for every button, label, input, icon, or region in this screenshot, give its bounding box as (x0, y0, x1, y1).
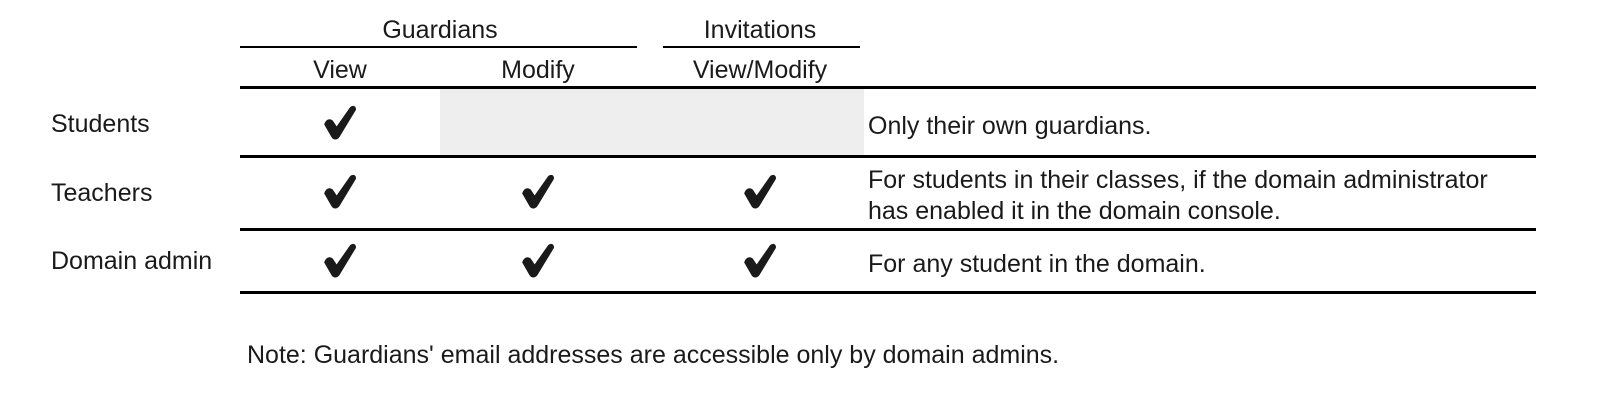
check-icon (317, 101, 363, 147)
spanner-rule-guardians (240, 46, 637, 48)
header-bottom-rule (240, 86, 1536, 89)
row-label-teachers: Teachers (51, 179, 153, 207)
row-label-students: Students (51, 110, 150, 138)
spanner-rule-invitations (663, 46, 860, 48)
column-header-view: View (313, 56, 367, 84)
spanner-header-guardians: Guardians (382, 16, 498, 44)
row-label-domain-admin: Domain admin (51, 247, 213, 275)
check-icon (317, 170, 363, 216)
check-icon (737, 239, 783, 285)
table-footnote: Note: Guardians' email addresses are acc… (247, 341, 1060, 369)
check-icon (515, 239, 561, 285)
check-icon (515, 170, 561, 216)
row-rule-after-teachers (240, 228, 1536, 231)
column-header-modify: Modify (501, 56, 575, 84)
row-rule-after-students (240, 155, 1536, 158)
cell-students-notes: Only their own guardians. (868, 112, 1152, 140)
column-header-view-modify: View/Modify (692, 56, 828, 84)
check-icon (737, 170, 783, 216)
table-bottom-rule (240, 291, 1536, 294)
cell-students-modify-disabled (440, 89, 864, 155)
cell-teachers-notes: For students in their classes, if the do… (868, 166, 1488, 225)
spanner-header-invitations: Invitations (703, 16, 817, 44)
cell-domain-admin-notes: For any student in the domain. (868, 250, 1206, 278)
check-icon (317, 239, 363, 285)
